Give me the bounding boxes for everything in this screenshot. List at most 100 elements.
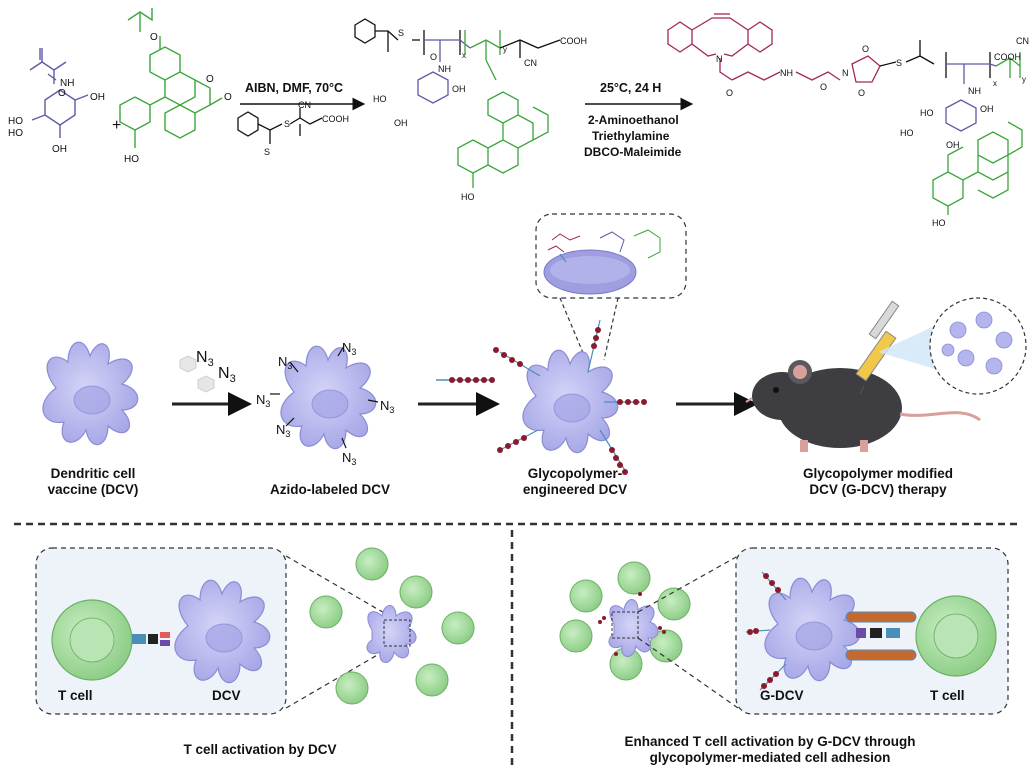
step2-conditions: 25°C, 24 H	[600, 81, 661, 95]
injected-cells-zoom	[929, 297, 1027, 395]
engineered-label-line1: Glycopolymer-	[527, 466, 623, 481]
left-tcell-label: T cell	[58, 688, 93, 703]
right-cell-cluster	[559, 561, 691, 681]
cta-s-2: S	[284, 119, 290, 129]
left-t-cell	[51, 599, 133, 681]
right-polymer-chains	[745, 571, 787, 691]
right-t-cell	[915, 595, 997, 677]
fluorescein-monomer	[119, 8, 223, 148]
prod-cooh: COOH	[994, 52, 1021, 62]
p1-oh-2: OH	[452, 84, 466, 94]
therapy-label: Glycopolymer modified DCV (G-DCV) therap…	[778, 466, 978, 498]
step2-reagent-1: 2-Aminoethanol	[588, 113, 679, 127]
syringe-icon	[855, 300, 900, 395]
cta-cooh: COOH	[322, 114, 349, 124]
p1-cooh: COOH	[560, 36, 587, 46]
prod-o-1: O	[726, 88, 733, 98]
cta-molecule	[237, 108, 323, 144]
right-tcell-label: T cell	[930, 688, 965, 703]
prod-y: y	[1022, 75, 1026, 84]
right-gdcv-label: G-DCV	[760, 688, 804, 703]
zoom-line-2	[603, 297, 619, 361]
left-zoom-line-1	[285, 555, 387, 615]
therapy-label-line1: Glycopolymer modified	[802, 466, 954, 481]
membrane-zoom-box	[535, 213, 687, 299]
azido-dcv-label: Azido-labeled DCV	[269, 482, 390, 497]
azide-label-5: N3	[342, 450, 356, 467]
sugar-ho-1: HO	[8, 116, 23, 127]
sugar-oh-2: OH	[52, 144, 67, 155]
dendritic-cell-1	[42, 341, 139, 446]
p1-oh-3: OH	[394, 118, 408, 128]
sugar-o: O	[58, 88, 66, 99]
fl-ho: HO	[124, 154, 139, 165]
engineered-dcv-label: Glycopolymer- engineered DCV	[490, 466, 660, 498]
azide-label-4: N3	[276, 422, 290, 439]
azide-label-2: N3	[342, 340, 356, 357]
p1-nh: NH	[438, 64, 451, 74]
engineered-label-line2: engineered DCV	[522, 482, 628, 497]
p1-cn: CN	[524, 58, 537, 68]
p1-y: y	[503, 45, 507, 54]
azide-n-1: N3	[196, 349, 214, 369]
engineered-dendritic-cell	[522, 349, 619, 454]
sugar-oh-1: OH	[90, 92, 105, 103]
prod-o-2: O	[820, 82, 827, 92]
left-zoom-line-2	[285, 649, 387, 709]
p1-oh-1: HO	[373, 94, 387, 104]
p1-o: O	[430, 52, 437, 62]
prod-nh: NH	[780, 68, 793, 78]
prod-oh-1: OH	[980, 104, 994, 114]
dcv-label-line2: vaccine (DCV)	[47, 482, 139, 497]
prod-o-3: O	[862, 44, 869, 54]
prod-ho-2: HO	[900, 128, 914, 138]
prod-ho-3: HO	[932, 218, 946, 228]
right-caption-line2: glycopolymer-mediated cell adhesion	[649, 750, 891, 765]
prod-n-2: N	[842, 68, 849, 78]
azide-n-2: N3	[218, 365, 236, 385]
sugar-nh: NH	[60, 78, 74, 89]
attached-polymer-chains	[493, 319, 647, 475]
prod-cn: CN	[1016, 36, 1029, 46]
azido-dendritic-cell	[270, 345, 379, 450]
sugar-ho-2: HO	[8, 128, 23, 139]
plus-sign: +	[112, 117, 121, 134]
prod-nh-2: NH	[968, 86, 981, 96]
left-dcv-label: DCV	[212, 688, 241, 703]
left-cell-cluster	[309, 547, 475, 705]
right-caption: Enhanced T cell activation by G-DCV thro…	[560, 734, 980, 766]
zoom-line-1	[559, 297, 587, 361]
polymer-1	[354, 18, 561, 188]
azide-label-6: N3	[256, 392, 270, 409]
prod-n-1: N	[716, 54, 723, 64]
step1-reagents: AIBN, DMF, 70°C	[245, 81, 343, 95]
prod-x: x	[993, 79, 997, 88]
cta-cn: CN	[298, 100, 311, 110]
right-caption-line1: Enhanced T cell activation by G-DCV thro…	[624, 734, 916, 749]
azide-label-1: N3	[278, 354, 292, 371]
right-zoom-line-2	[637, 637, 739, 709]
left-dendritic-cell	[174, 579, 271, 684]
mouse-illustration	[745, 360, 981, 452]
adhesion-bridges	[845, 611, 917, 661]
prod-ho-1: HO	[920, 108, 934, 118]
fl-o-2: O	[206, 74, 214, 85]
prod-o-4: O	[858, 88, 865, 98]
p1-s: S	[398, 28, 404, 38]
therapy-label-line2: DCV (G-DCV) therapy	[809, 482, 947, 497]
cta-s-1: S	[264, 147, 270, 157]
glycopolymer-chain-icon	[436, 377, 495, 383]
right-zoom-line-1	[637, 555, 739, 613]
step2-reagent-2: Triethylamine	[592, 129, 670, 143]
p1-x: x	[462, 51, 466, 60]
p1-ho: HO	[461, 192, 475, 202]
azide-reagent	[179, 355, 215, 393]
sugar-monomer	[29, 48, 89, 138]
prod-oh-2: OH	[946, 140, 960, 150]
fl-o-3: O	[224, 92, 232, 103]
dbco-product	[667, 13, 1023, 215]
prod-s: S	[896, 58, 902, 68]
azide-label-3: N3	[380, 398, 394, 415]
step2-reagent-3: DBCO-Maleimide	[584, 145, 682, 159]
